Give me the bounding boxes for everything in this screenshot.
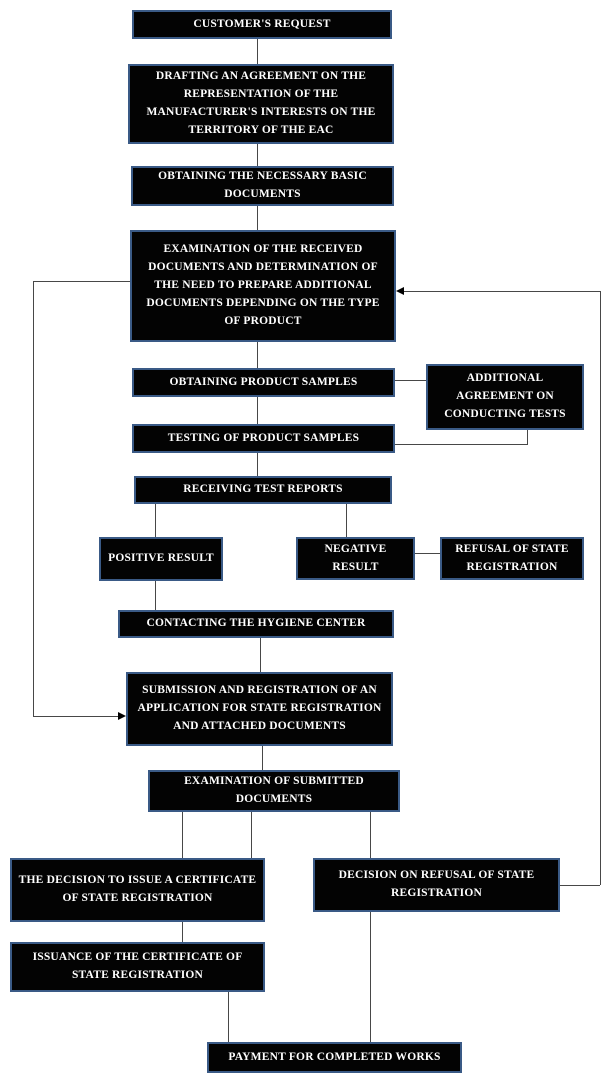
node-examination-received-documents: EXAMINATION OF THE RECEIVED DOCUMENTS AN… bbox=[130, 230, 396, 342]
node-testing-product-samples: TESTING OF PRODUCT SAMPLES bbox=[132, 424, 395, 453]
connector-examination-to-samples bbox=[257, 342, 258, 368]
connector-negative-to-refusal bbox=[415, 553, 440, 554]
node-additional-agreement: ADDITIONAL AGREEMENT ON CONDUCTING TESTS bbox=[426, 364, 584, 430]
connector-basic-docs-to-examination bbox=[257, 206, 258, 230]
connector-left-loop-vertical bbox=[33, 281, 34, 716]
connector-exam-to-decision-refusal bbox=[370, 812, 371, 858]
node-negative-result: NEGATIVE RESULT bbox=[296, 537, 415, 580]
connector-testing-to-reports bbox=[257, 453, 258, 476]
node-receiving-test-reports: RECEIVING TEST REPORTS bbox=[134, 476, 392, 504]
node-decision-refusal-registration: DECISION ON REFUSAL OF STATE REGISTRATIO… bbox=[313, 858, 560, 912]
node-decision-issue-certificate: THE DECISION TO ISSUE A CERTIFICATE OF S… bbox=[10, 858, 265, 922]
connector-drafting-to-basic-docs bbox=[257, 144, 258, 166]
node-positive-result: POSITIVE RESULT bbox=[99, 537, 223, 581]
connector-left-loop-bottom bbox=[33, 716, 118, 717]
connector-right-loop-top bbox=[404, 291, 601, 292]
connector-right-loop-bottom bbox=[560, 885, 600, 886]
connector-issuance-to-payment bbox=[228, 992, 229, 1042]
connector-additional-agreement-drop bbox=[527, 430, 528, 444]
connector-reports-to-positive bbox=[155, 504, 156, 537]
connector-decision-refusal-to-payment bbox=[370, 912, 371, 1042]
connector-customer-to-drafting bbox=[257, 39, 258, 64]
connector-positive-to-hygiene bbox=[155, 581, 156, 610]
connector-left-loop-top bbox=[33, 281, 130, 282]
connector-samples-to-testing bbox=[257, 397, 258, 424]
node-obtaining-basic-documents: OBTAINING THE NECESSARY BASIC DOCUMENTS bbox=[131, 166, 394, 206]
arrowhead-into-submission bbox=[118, 712, 126, 720]
node-refusal-state-registration: REFUSAL OF STATE REGISTRATION bbox=[440, 537, 584, 580]
connector-submission-to-exam-submitted bbox=[262, 746, 263, 770]
connector-hygiene-to-submission bbox=[260, 638, 261, 672]
node-payment-completed-works: PAYMENT FOR COMPLETED WORKS bbox=[207, 1042, 462, 1073]
connector-additional-agreement-to-testing bbox=[395, 444, 528, 445]
connector-samples-to-additional-agreement bbox=[395, 380, 426, 381]
arrowhead-into-examination bbox=[396, 287, 404, 295]
node-obtaining-product-samples: OBTAINING PRODUCT SAMPLES bbox=[132, 368, 395, 397]
connector-exam-to-decision-issue-b bbox=[251, 812, 252, 858]
node-contacting-hygiene-center: CONTACTING THE HYGIENE CENTER bbox=[118, 610, 394, 638]
node-examination-submitted-documents: EXAMINATION OF SUBMITTED DOCUMENTS bbox=[148, 770, 400, 812]
connector-reports-to-negative bbox=[346, 504, 347, 537]
connector-exam-to-decision-issue-a bbox=[182, 812, 183, 858]
node-customer-request: CUSTOMER'S REQUEST bbox=[132, 10, 392, 39]
connector-decision-issue-to-issuance bbox=[182, 922, 183, 942]
node-submission-application: SUBMISSION AND REGISTRATION OF AN APPLIC… bbox=[126, 672, 393, 746]
node-issuance-certificate: ISSUANCE OF THE CERTIFICATE OF STATE REG… bbox=[10, 942, 265, 992]
connector-right-loop-vertical bbox=[600, 291, 601, 885]
node-drafting-agreement: DRAFTING AN AGREEMENT ON THE REPRESENTAT… bbox=[128, 64, 394, 144]
